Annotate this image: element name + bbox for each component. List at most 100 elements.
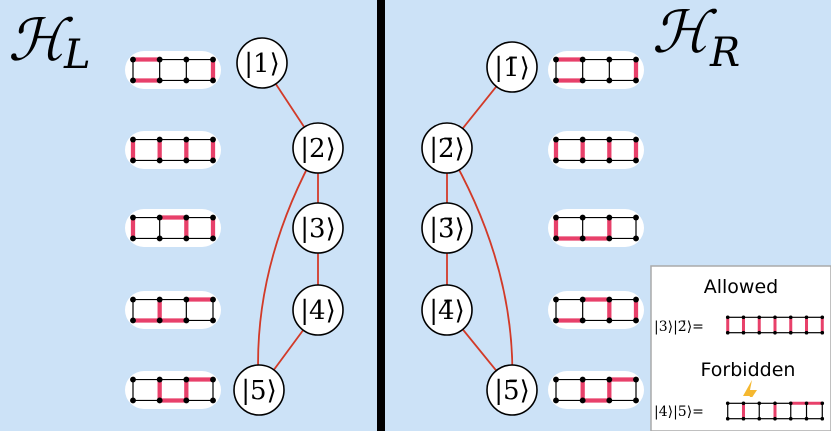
lattice-site bbox=[210, 214, 216, 221]
lattice-right-3 bbox=[548, 209, 644, 247]
legend-box: Allowed |3⟩|2̄⟩= Forbidden |4⟩|5̄⟩= bbox=[650, 265, 831, 431]
lattice-pill-background bbox=[125, 291, 221, 329]
right-title: ℋ R bbox=[652, 0, 740, 76]
lattice-site bbox=[579, 56, 586, 63]
lattice-site bbox=[579, 376, 586, 383]
lattice-site bbox=[579, 397, 586, 404]
lattice-site bbox=[633, 317, 639, 324]
state-node-label: |1̄⟩ bbox=[494, 53, 529, 83]
lattice-site bbox=[820, 416, 825, 421]
state-node-circle bbox=[486, 41, 538, 93]
lattice-site bbox=[757, 330, 762, 335]
lattice-site bbox=[633, 296, 639, 303]
state-node-label: |2̄⟩ bbox=[429, 134, 464, 164]
lattice-site bbox=[553, 296, 559, 303]
lattice-site bbox=[757, 315, 762, 320]
right-lattice-configurations bbox=[548, 51, 644, 409]
lattice-site bbox=[788, 315, 793, 320]
state-node-right-2: |2̄⟩ bbox=[421, 122, 473, 174]
lattice-site bbox=[553, 235, 559, 242]
lattice-site bbox=[820, 315, 825, 320]
state-node-right-5: |5̄⟩ bbox=[486, 364, 538, 416]
legend-forbidden-lattice bbox=[723, 397, 827, 425]
lattice-site bbox=[606, 77, 613, 84]
panel-divider bbox=[377, 0, 385, 431]
lattice-site bbox=[130, 157, 136, 164]
state-node-left-4: |4⟩ bbox=[292, 284, 344, 336]
lattice-pill-background bbox=[125, 131, 221, 169]
lattice-site bbox=[156, 317, 163, 324]
lattice-site bbox=[773, 330, 777, 335]
lattice-site bbox=[183, 136, 190, 143]
state-node-circle bbox=[292, 202, 344, 254]
lattice-site bbox=[183, 214, 190, 221]
lattice-site bbox=[725, 416, 730, 421]
lattice-pill-background bbox=[125, 371, 221, 409]
lattice-site bbox=[579, 77, 586, 84]
lattice-site bbox=[183, 397, 190, 404]
lattice-pill-background bbox=[548, 291, 644, 329]
state-node-left-1: |1⟩ bbox=[236, 37, 288, 89]
lattice-site bbox=[579, 317, 586, 324]
left-state-graph-nodes: |1⟩|2⟩|3⟩|4⟩|5⟩ bbox=[233, 37, 344, 416]
lattice-site bbox=[606, 376, 613, 383]
lattice-site bbox=[183, 157, 190, 164]
lattice-site bbox=[606, 214, 613, 221]
legend-allowed-lattice bbox=[723, 311, 827, 339]
lattice-site bbox=[606, 317, 613, 324]
lattice-site bbox=[804, 416, 809, 421]
lattice-site bbox=[741, 416, 746, 421]
lattice-site bbox=[183, 376, 190, 383]
lattice-left-4 bbox=[125, 291, 221, 329]
lattice-site bbox=[633, 397, 639, 404]
lattice-pill-background bbox=[125, 51, 221, 89]
state-node-circle bbox=[233, 364, 285, 416]
lattice-site bbox=[606, 397, 613, 404]
lattice-site bbox=[210, 296, 216, 303]
lightning-bolt-icon bbox=[743, 380, 757, 408]
state-node-label: |1⟩ bbox=[244, 49, 279, 79]
lattice-site bbox=[633, 376, 639, 383]
lattice-site bbox=[579, 296, 586, 303]
lattice-pill-background bbox=[548, 209, 644, 247]
lattice-site bbox=[130, 296, 136, 303]
lattice-left-3 bbox=[125, 209, 221, 247]
lattice-site bbox=[606, 136, 613, 143]
lattice-site bbox=[156, 397, 163, 404]
lattice-site bbox=[210, 136, 216, 143]
lattice-right-5 bbox=[548, 371, 644, 409]
lattice-site bbox=[156, 296, 163, 303]
state-node-right-4: |4̄⟩ bbox=[421, 284, 473, 336]
lattice-site bbox=[741, 330, 746, 335]
lattice-site bbox=[757, 416, 762, 421]
lattice-site bbox=[130, 56, 136, 63]
lattice-site bbox=[633, 136, 639, 143]
lattice-left-1 bbox=[125, 51, 221, 89]
edge-right-2-5 bbox=[446, 147, 514, 391]
lattice-site bbox=[633, 214, 639, 221]
legend-forbidden-title: Forbidden bbox=[701, 359, 796, 381]
left-title-subscript: L bbox=[63, 32, 91, 78]
lattice-site bbox=[820, 401, 825, 406]
lattice-site bbox=[130, 397, 136, 404]
lattice-site bbox=[579, 214, 586, 221]
state-node-label: |4⟩ bbox=[300, 296, 335, 326]
lattice-site bbox=[725, 401, 730, 406]
left-lattice-configurations bbox=[125, 51, 221, 409]
lattice-site bbox=[210, 157, 216, 164]
state-node-right-1: |1̄⟩ bbox=[486, 41, 538, 93]
lattice-site bbox=[130, 136, 136, 143]
lattice-site bbox=[183, 77, 190, 84]
state-node-circle bbox=[292, 122, 344, 174]
legend-allowed-equation: |3⟩|2̄⟩= bbox=[654, 319, 704, 335]
lattice-site bbox=[741, 315, 746, 320]
lattice-site bbox=[579, 235, 586, 242]
lattice-site bbox=[788, 416, 793, 421]
left-title: ℋ L bbox=[8, 6, 91, 78]
lattice-site bbox=[633, 56, 639, 63]
lattice-site bbox=[579, 136, 586, 143]
legend-forbidden-equation: |4⟩|5̄⟩= bbox=[654, 404, 704, 420]
lattice-site bbox=[553, 397, 559, 404]
lattice-site bbox=[156, 136, 163, 143]
lattice-site bbox=[633, 157, 639, 164]
